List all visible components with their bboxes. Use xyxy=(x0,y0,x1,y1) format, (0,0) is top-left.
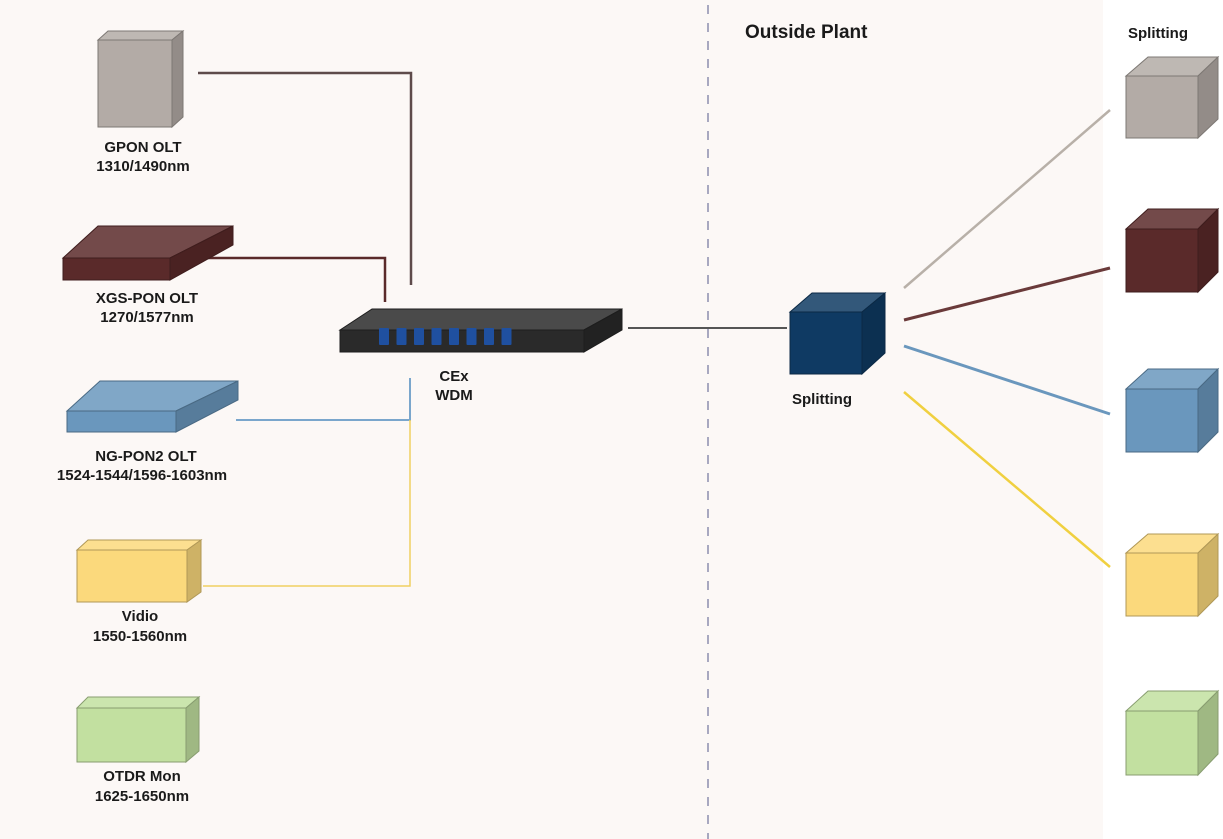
wdm-port xyxy=(501,328,512,345)
gpon-olt-device xyxy=(96,29,185,129)
onu-blue-box xyxy=(1124,367,1220,454)
branch-line-brown xyxy=(903,266,1111,322)
wdm-port xyxy=(379,328,389,345)
otdr-mon-label: OTDR Mon xyxy=(103,768,180,785)
wdm-ports xyxy=(379,328,512,345)
wdm-port xyxy=(449,328,459,345)
wdm-port xyxy=(396,328,407,345)
gpon-connection-line xyxy=(198,71,413,285)
video-device xyxy=(75,539,203,603)
xgs-pon-connection-line xyxy=(208,256,387,302)
wdm-type-label: WDM xyxy=(435,387,473,404)
gpon-olt-wavelength: 1310/1490nm xyxy=(96,158,189,175)
otdr-mon-device xyxy=(75,695,201,764)
splitter-device xyxy=(788,291,887,376)
video-connection-line xyxy=(203,420,411,587)
outside-plant-title: Outside Plant xyxy=(745,22,868,43)
branch-line-blue xyxy=(903,344,1111,416)
wdm-port xyxy=(484,328,494,345)
xgs-pon-olt-device xyxy=(61,225,234,281)
branch-line-gray xyxy=(903,109,1111,289)
onu-gray-box xyxy=(1124,55,1220,140)
onu-yellow-box xyxy=(1124,532,1220,618)
wdm-port xyxy=(466,328,477,345)
right-splitting-header: Splitting xyxy=(1128,25,1188,42)
xgs-pon-olt-label: XGS-PON OLT xyxy=(96,290,198,307)
wdm-name-label: CEx xyxy=(439,368,469,385)
gpon-olt-label: GPON OLT xyxy=(104,139,181,156)
cex-wdm-device xyxy=(338,308,623,353)
xgs-pon-olt-wavelength: 1270/1577nm xyxy=(100,309,193,326)
wdm-port xyxy=(414,328,424,345)
ng-pon2-olt-device xyxy=(65,380,239,433)
branch-line-yellow xyxy=(903,391,1111,568)
ng-pon2-olt-wavelength: 1524-1544/1596-1603nm xyxy=(57,467,227,484)
video-wavelength: 1550-1560nm xyxy=(93,628,187,645)
otdr-mon-wavelength: 1625-1650nm xyxy=(95,788,189,805)
onu-green-box xyxy=(1124,689,1220,777)
onu-brown-box xyxy=(1124,207,1220,294)
splitter-label: Splitting xyxy=(792,391,852,408)
ng-pon2-olt-label: NG-PON2 OLT xyxy=(95,448,196,465)
wdm-port xyxy=(431,328,442,345)
video-label: Vidio xyxy=(122,608,158,625)
